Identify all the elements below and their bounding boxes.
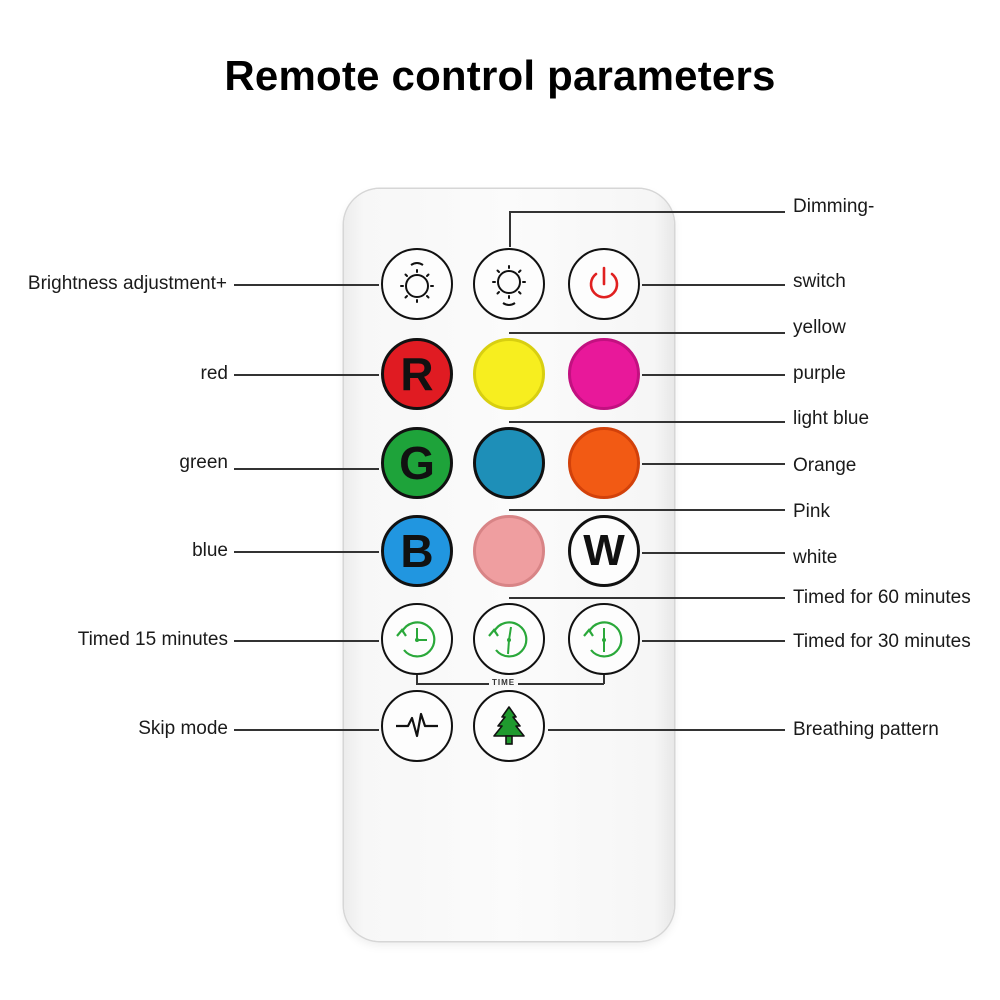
leader-line-blue — [234, 551, 379, 553]
leader-line-purple — [642, 374, 785, 376]
label-blue: blue — [192, 540, 228, 561]
label-orange: Orange — [793, 455, 857, 476]
label-light-blue: light blue — [793, 408, 870, 429]
leader-line-dimming-vertical — [509, 211, 511, 247]
blue-button[interactable]: B — [381, 515, 453, 587]
label-pink: Pink — [793, 501, 830, 522]
skip-mode-button[interactable] — [381, 690, 453, 762]
leader-line-timed-30 — [642, 640, 785, 642]
label-green: green — [179, 452, 228, 473]
timer-60-button[interactable] — [473, 603, 545, 675]
label-switch: switch — [793, 271, 846, 292]
leader-line-light-blue — [509, 421, 785, 423]
leader-line-skip — [234, 729, 379, 731]
breathing-mode-button[interactable] — [473, 690, 545, 762]
clock-icon — [583, 621, 623, 658]
timer-bracket-left — [416, 675, 418, 684]
leader-line-switch — [642, 284, 785, 286]
timer-group-label: TIME — [489, 678, 519, 687]
white-button[interactable]: W — [568, 515, 640, 587]
label-brightness-adjustment: Brightness adjustment+ — [27, 273, 227, 294]
timer-30-button[interactable] — [568, 603, 640, 675]
green-button[interactable]: G — [381, 427, 453, 499]
leader-line-timed-60 — [509, 597, 785, 599]
leader-line-dimming — [509, 211, 785, 213]
brightness-up-button[interactable] — [381, 248, 453, 320]
label-timed-30: Timed for 30 minutes — [793, 631, 971, 652]
leader-line-white — [642, 552, 785, 554]
leader-line-red — [234, 374, 379, 376]
leader-line-orange — [642, 463, 785, 465]
red-button[interactable]: R — [381, 338, 453, 410]
label-white: white — [793, 547, 838, 568]
label-dimming: Dimming- — [793, 196, 875, 217]
sun-plus-icon — [400, 262, 434, 303]
leader-line-breathing — [548, 729, 785, 731]
timer-bracket-right — [603, 675, 605, 684]
white-letter: W — [583, 526, 625, 575]
leader-line-timed-15 — [234, 640, 379, 642]
red-letter: R — [400, 348, 434, 400]
pulse-wave-icon — [396, 712, 438, 738]
clock-icon — [488, 621, 528, 658]
pink-button[interactable] — [473, 515, 545, 587]
clock-icon — [396, 621, 436, 658]
label-timed-60: Timed for 60 minutes — [793, 587, 971, 608]
label-timed-15: Timed 15 minutes — [77, 629, 228, 650]
dimming-button[interactable] — [473, 248, 545, 320]
power-icon — [589, 266, 619, 299]
leader-line-green — [234, 468, 379, 470]
page-title: Remote control parameters — [224, 52, 776, 99]
label-purple: purple — [793, 363, 846, 384]
sun-minus-icon — [492, 265, 526, 306]
purple-button[interactable] — [568, 338, 640, 410]
timer-15-button[interactable] — [381, 603, 453, 675]
blue-letter: B — [400, 525, 434, 577]
yellow-button[interactable] — [473, 338, 545, 410]
switch-button[interactable] — [568, 248, 640, 320]
tree-icon — [493, 706, 525, 745]
label-breathing: Breathing pattern — [793, 719, 939, 740]
light-blue-button[interactable] — [473, 427, 545, 499]
label-yellow: yellow — [793, 317, 846, 338]
green-letter: G — [399, 437, 435, 489]
leader-line-pink — [509, 509, 785, 511]
leader-line-yellow — [509, 332, 785, 334]
orange-button[interactable] — [568, 427, 640, 499]
label-red: red — [200, 363, 228, 384]
label-skip-mode: Skip mode — [138, 718, 228, 739]
leader-line-brightness — [234, 284, 379, 286]
